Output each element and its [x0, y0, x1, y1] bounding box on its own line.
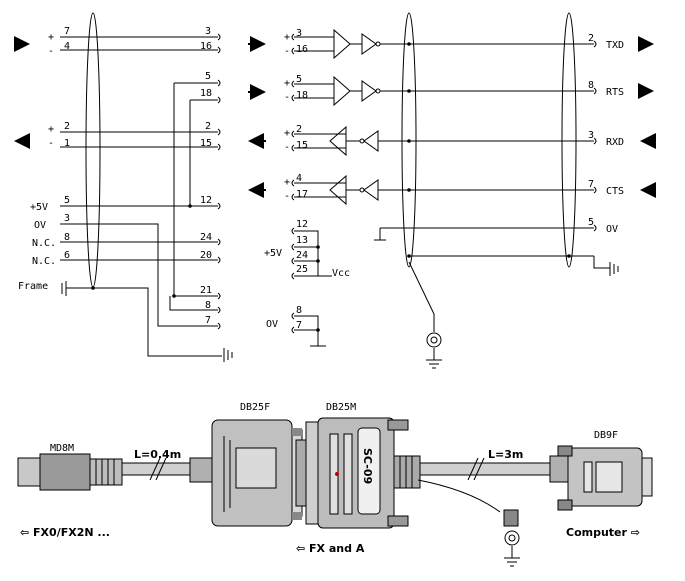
- label-5v: +5V: [30, 202, 48, 213]
- sign-minus-2: -: [48, 138, 54, 149]
- mpin-16: 16: [296, 44, 308, 55]
- label-ov: OV: [34, 220, 46, 231]
- dpin-8: 8: [588, 80, 594, 91]
- dpin-2: 2: [588, 33, 594, 44]
- dpin-3: 3: [588, 130, 594, 141]
- svg-text:+: +: [284, 128, 290, 139]
- len2-label: L=3m: [488, 448, 523, 461]
- rpin-2: 2: [205, 121, 211, 132]
- lpin-1: 1: [64, 138, 70, 149]
- svg-text:-: -: [284, 92, 290, 103]
- right-shield: [561, 12, 577, 268]
- label-frame: Frame: [18, 281, 48, 292]
- mpin-2: 2: [296, 124, 302, 135]
- rpin-15: 15: [200, 138, 212, 149]
- vpin-24: 24: [296, 250, 308, 261]
- mpin-3: 3: [296, 28, 302, 39]
- rpin-20: 20: [200, 250, 212, 261]
- rpin-16: 16: [200, 41, 212, 52]
- sc09-adapter: [317, 417, 395, 529]
- rpin-24: 24: [200, 232, 212, 243]
- cable-illustration: MD8M L=0.4m DB25F DB25M SC-09: [17, 402, 653, 567]
- mpin-5: 5: [296, 74, 302, 85]
- sig-cts: CTS: [606, 186, 624, 197]
- sign-plus-1: +: [48, 32, 54, 43]
- mpin-15: 15: [296, 140, 308, 151]
- rpin-18: 18: [200, 88, 212, 99]
- left-block: + - + - 7 4 2 1 5 3 8 6 +5V OV N.C. N.C.…: [14, 12, 233, 362]
- lpin-3: 3: [64, 213, 70, 224]
- left-shield: [85, 12, 101, 288]
- svg-text:-: -: [284, 46, 290, 57]
- sig-txd: TXD: [606, 40, 624, 51]
- lpin-2: 2: [64, 121, 70, 132]
- label-nc1: N.C.: [32, 238, 56, 249]
- gnd-ov-label: OV: [266, 319, 278, 330]
- mpin-18: 18: [296, 90, 308, 101]
- rpin-8: 8: [205, 300, 211, 311]
- rpin-21: 21: [200, 285, 212, 296]
- db9f-label: DB9F: [594, 430, 618, 441]
- md8m-label: MD8M: [50, 443, 74, 454]
- mid-shield: [401, 12, 417, 268]
- sig-ov: OV: [606, 224, 618, 235]
- svg-text:-: -: [284, 191, 290, 202]
- middle-block: + - + - + - + - 3 16 5 18 2 15 4 17: [248, 28, 570, 347]
- label-nc2: N.C.: [32, 256, 56, 267]
- svg-text:+: +: [284, 78, 290, 89]
- md8m-plug: [17, 457, 41, 487]
- mpin-4: 4: [296, 173, 302, 184]
- lpin-4: 4: [64, 41, 70, 52]
- lpin-8: 8: [64, 232, 70, 243]
- dpin-7: 7: [588, 179, 594, 190]
- sign-plus-2: +: [48, 124, 54, 135]
- vpin-25: 25: [296, 264, 308, 275]
- vpin-12: 12: [296, 219, 308, 230]
- svg-text:-: -: [284, 142, 290, 153]
- lpin-7: 7: [64, 26, 70, 37]
- sig-rxd: RXD: [606, 137, 624, 148]
- lpin-5: 5: [64, 195, 70, 206]
- rpin-5: 5: [205, 71, 211, 82]
- len1-label: L=0.4m: [134, 448, 181, 461]
- right-caption: Computer ⇨: [566, 526, 640, 539]
- vpin-13: 13: [296, 235, 308, 246]
- gpin-7: 7: [296, 320, 302, 331]
- rpin-12: 12: [200, 195, 212, 206]
- rpin-7: 7: [205, 315, 211, 326]
- db25f-label: DB25F: [240, 402, 270, 413]
- gpin-8: 8: [296, 305, 302, 316]
- svg-text:+: +: [284, 177, 290, 188]
- mid-caption: ⇦ FX and A: [296, 542, 365, 555]
- lpin-6: 6: [64, 250, 70, 261]
- rpin-3: 3: [205, 26, 211, 37]
- svg-text:+: +: [284, 32, 290, 43]
- dpin-5: 5: [588, 217, 594, 228]
- vcc-label: Vcc: [332, 268, 350, 279]
- sc09-label: SC-09: [361, 448, 374, 484]
- mpin-17: 17: [296, 189, 308, 200]
- vcc-5v-label: +5V: [264, 248, 282, 259]
- sig-rts: RTS: [606, 87, 624, 98]
- sign-minus-1: -: [48, 46, 54, 57]
- db25m-label: DB25M: [326, 402, 356, 413]
- right-block: 2 8 3 7 5 TXD RTS RXD CTS OV: [374, 12, 656, 369]
- left-caption: ⇦ FX0/FX2N ...: [20, 526, 110, 539]
